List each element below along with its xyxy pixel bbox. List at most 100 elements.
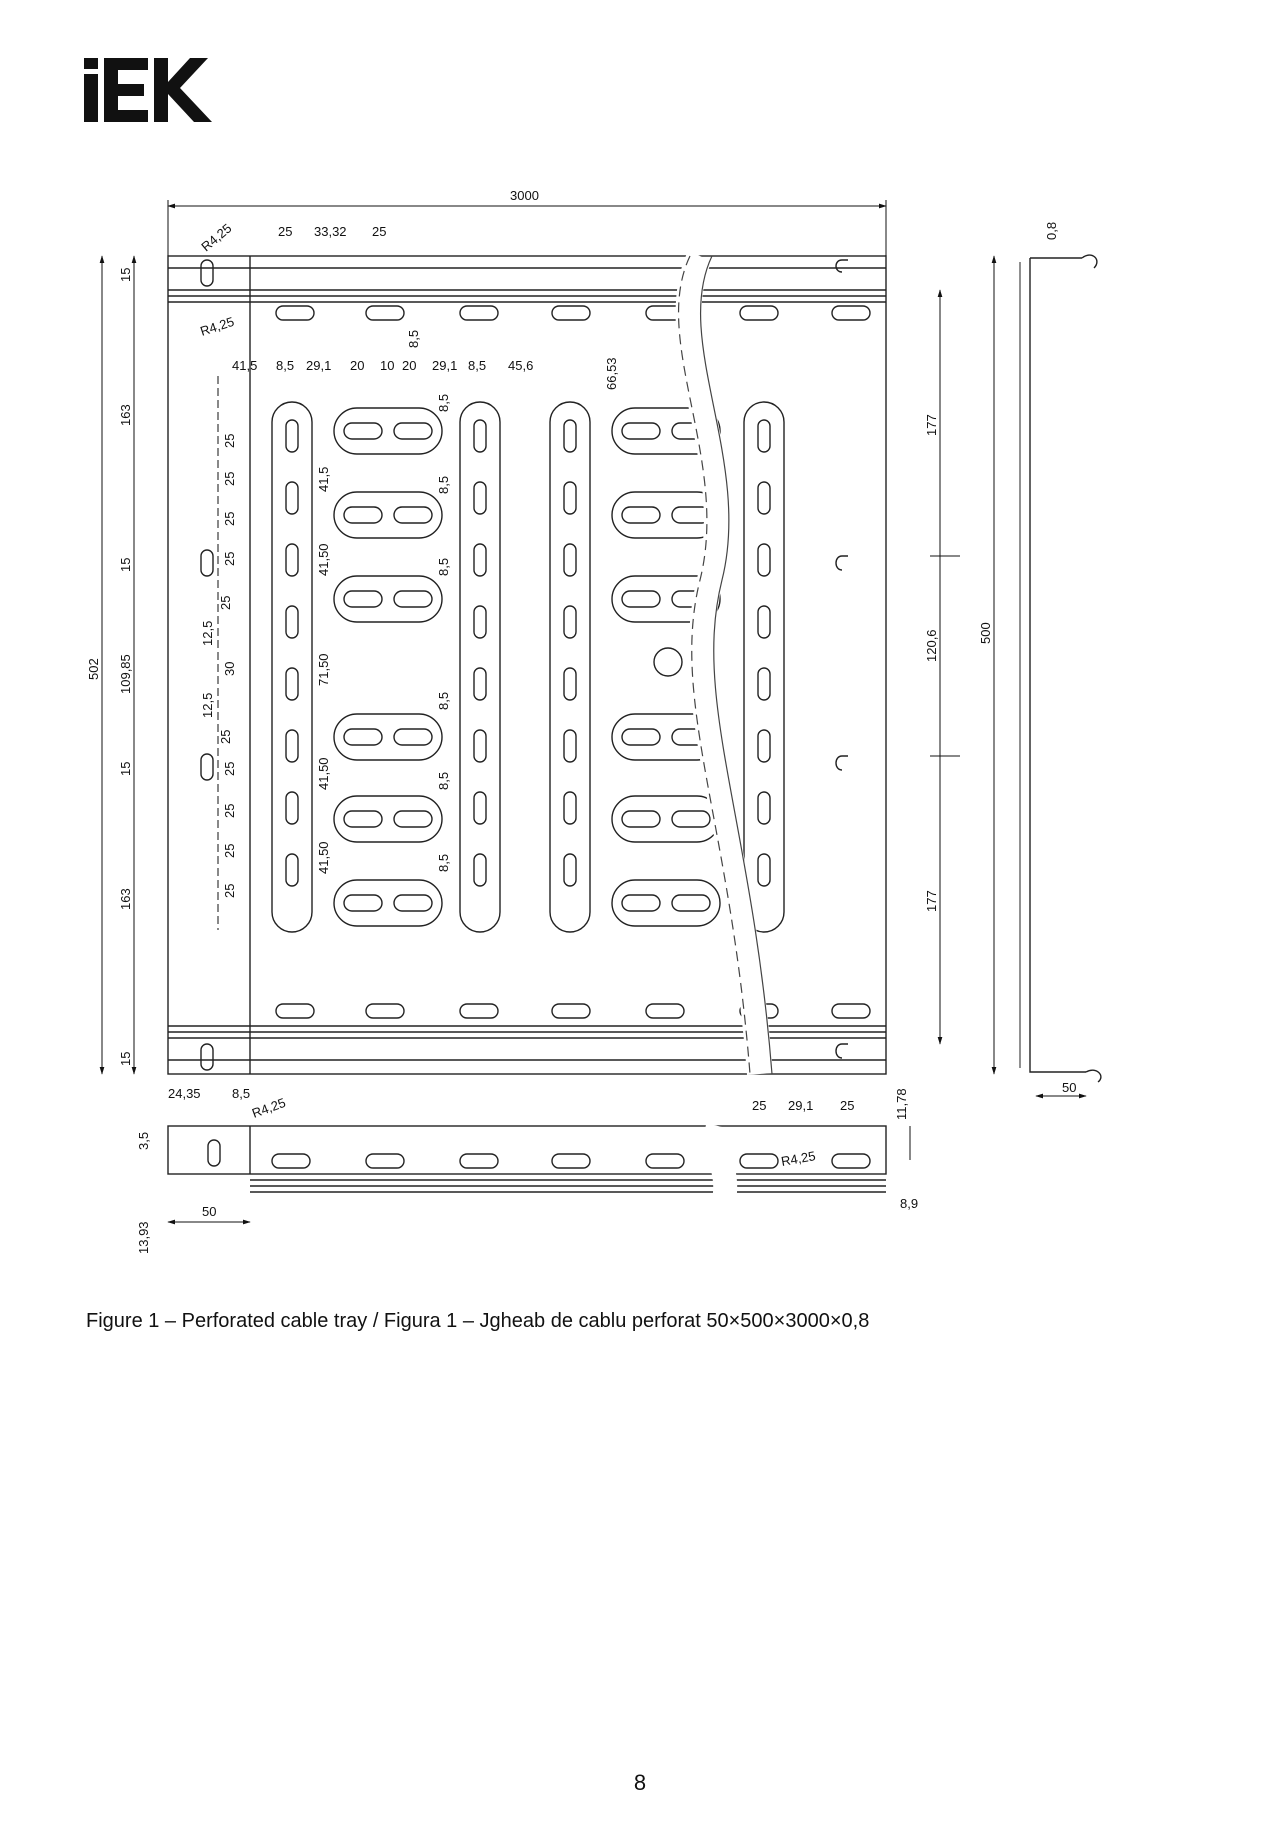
- long-slot-3: [743, 401, 785, 933]
- small-slot: [285, 791, 299, 825]
- double-slot-right: [671, 810, 711, 828]
- side-slot: [271, 1153, 311, 1169]
- dim-top-25a: 25: [278, 224, 292, 239]
- dim-left-502: 502: [86, 658, 101, 680]
- double-slot-left: [343, 506, 383, 524]
- small-slot: [757, 481, 771, 515]
- small-slot: [285, 667, 299, 701]
- dim-right-177a: 177: [924, 414, 939, 436]
- dim-hp-10: 10: [380, 358, 394, 373]
- dim-bot-radius-right: R4,25: [780, 1148, 817, 1169]
- page-number: 8: [633, 1770, 647, 1795]
- dim-v-4150a: 41,50: [316, 543, 331, 576]
- small-slot: [563, 791, 577, 825]
- dim-v-85f: 8,5: [436, 854, 451, 872]
- small-slot: [473, 543, 487, 577]
- flange-slot: [365, 305, 405, 321]
- double-slot-left: [343, 422, 383, 440]
- small-slot: [473, 481, 487, 515]
- dim-v-125a: 12,5: [200, 621, 215, 646]
- small-slot: [563, 419, 577, 453]
- dim-hp-85b: 8,5: [468, 358, 486, 373]
- small-slot: [285, 419, 299, 453]
- dim-v-85a: 8,5: [436, 394, 451, 412]
- dim-hp-456: 45,6: [508, 358, 533, 373]
- dim-bot-radius: R4,25: [250, 1095, 288, 1121]
- dim-left-163b: 163: [118, 888, 133, 910]
- dim-top-3332: 33,32: [314, 224, 347, 239]
- double-slot-right: [393, 422, 433, 440]
- small-slot: [285, 543, 299, 577]
- double-slot-frame: [333, 795, 443, 843]
- flange-slot: [365, 1003, 405, 1019]
- dim-v-25e: 25: [218, 596, 233, 610]
- long-slot-2: [549, 401, 591, 933]
- small-slot: [757, 543, 771, 577]
- dim-bot-50: 50: [202, 1204, 216, 1219]
- dim-v-25b: 25: [222, 472, 237, 486]
- dim-v-25d: 25: [222, 552, 237, 566]
- flange-slot: [551, 305, 591, 321]
- dim-v-25h: 25: [222, 804, 237, 818]
- dim-v-4150c: 41,50: [316, 841, 331, 874]
- dim-v-125b: 12,5: [200, 693, 215, 718]
- flange-slot: [739, 305, 779, 321]
- dim-v-25a: 25: [222, 434, 237, 448]
- double-slot-frame: [333, 713, 443, 761]
- small-slot: [757, 729, 771, 763]
- flange-slot: [275, 305, 315, 321]
- dim-top-25b: 25: [372, 224, 386, 239]
- double-slot-left: [621, 590, 661, 608]
- dim-v-85c: 8,5: [436, 558, 451, 576]
- double-slot-left: [621, 506, 661, 524]
- double-slot-right: [671, 894, 711, 912]
- dim-hp-20a: 20: [350, 358, 364, 373]
- flange-slot: [831, 1003, 871, 1019]
- dim-bot-1178: 11,78: [894, 1088, 909, 1120]
- small-slot: [563, 481, 577, 515]
- dim-radius-flange: R4,25: [198, 314, 236, 339]
- side-slot: [551, 1153, 591, 1169]
- flange-slot: [551, 1003, 591, 1019]
- dim-v-85b: 8,5: [436, 476, 451, 494]
- dim-v-25g: 25: [222, 762, 237, 776]
- double-slot-frame: [611, 879, 721, 927]
- dim-left-10985: 109,85: [118, 654, 133, 694]
- small-slot: [473, 853, 487, 887]
- dim-profile-08: 0,8: [1044, 222, 1059, 240]
- dim-bot-89: 8,9: [900, 1196, 918, 1211]
- small-slot: [285, 729, 299, 763]
- dim-v-85e: 8,5: [436, 772, 451, 790]
- small-slot: [285, 605, 299, 639]
- double-slot-left: [343, 590, 383, 608]
- dim-left-163a: 163: [118, 404, 133, 426]
- dim-bot-85: 8,5: [232, 1086, 250, 1101]
- dim-bot-1393: 13,93: [136, 1221, 151, 1254]
- small-slot: [563, 543, 577, 577]
- flange-slot: [831, 305, 871, 321]
- small-slot: [473, 791, 487, 825]
- small-slot: [473, 419, 487, 453]
- dim-profile-50: 50: [1062, 1080, 1076, 1095]
- small-slot: [757, 419, 771, 453]
- double-slot-left: [343, 894, 383, 912]
- dim-right-500: 500: [978, 622, 993, 644]
- dim-left-15d: 15: [118, 1052, 133, 1066]
- double-slot-left: [621, 728, 661, 746]
- small-slot: [285, 853, 299, 887]
- dim-v-415: 41,5: [316, 467, 331, 492]
- flange-slot: [459, 1003, 499, 1019]
- small-slot: [757, 791, 771, 825]
- dim-left-15c: 15: [118, 762, 133, 776]
- flange-slot: [275, 1003, 315, 1019]
- dim-right-1206: 120,6: [924, 629, 939, 662]
- dim-hp-291a: 29,1: [306, 358, 331, 373]
- long-slot-1: [459, 401, 501, 933]
- dim-bot-35: 3,5: [136, 1132, 151, 1150]
- dim-right-177b: 177: [924, 890, 939, 912]
- double-slot-left: [343, 810, 383, 828]
- iek-logo: [84, 58, 212, 122]
- small-slot: [757, 853, 771, 887]
- flange-slot: [645, 1003, 685, 1019]
- small-slot: [563, 605, 577, 639]
